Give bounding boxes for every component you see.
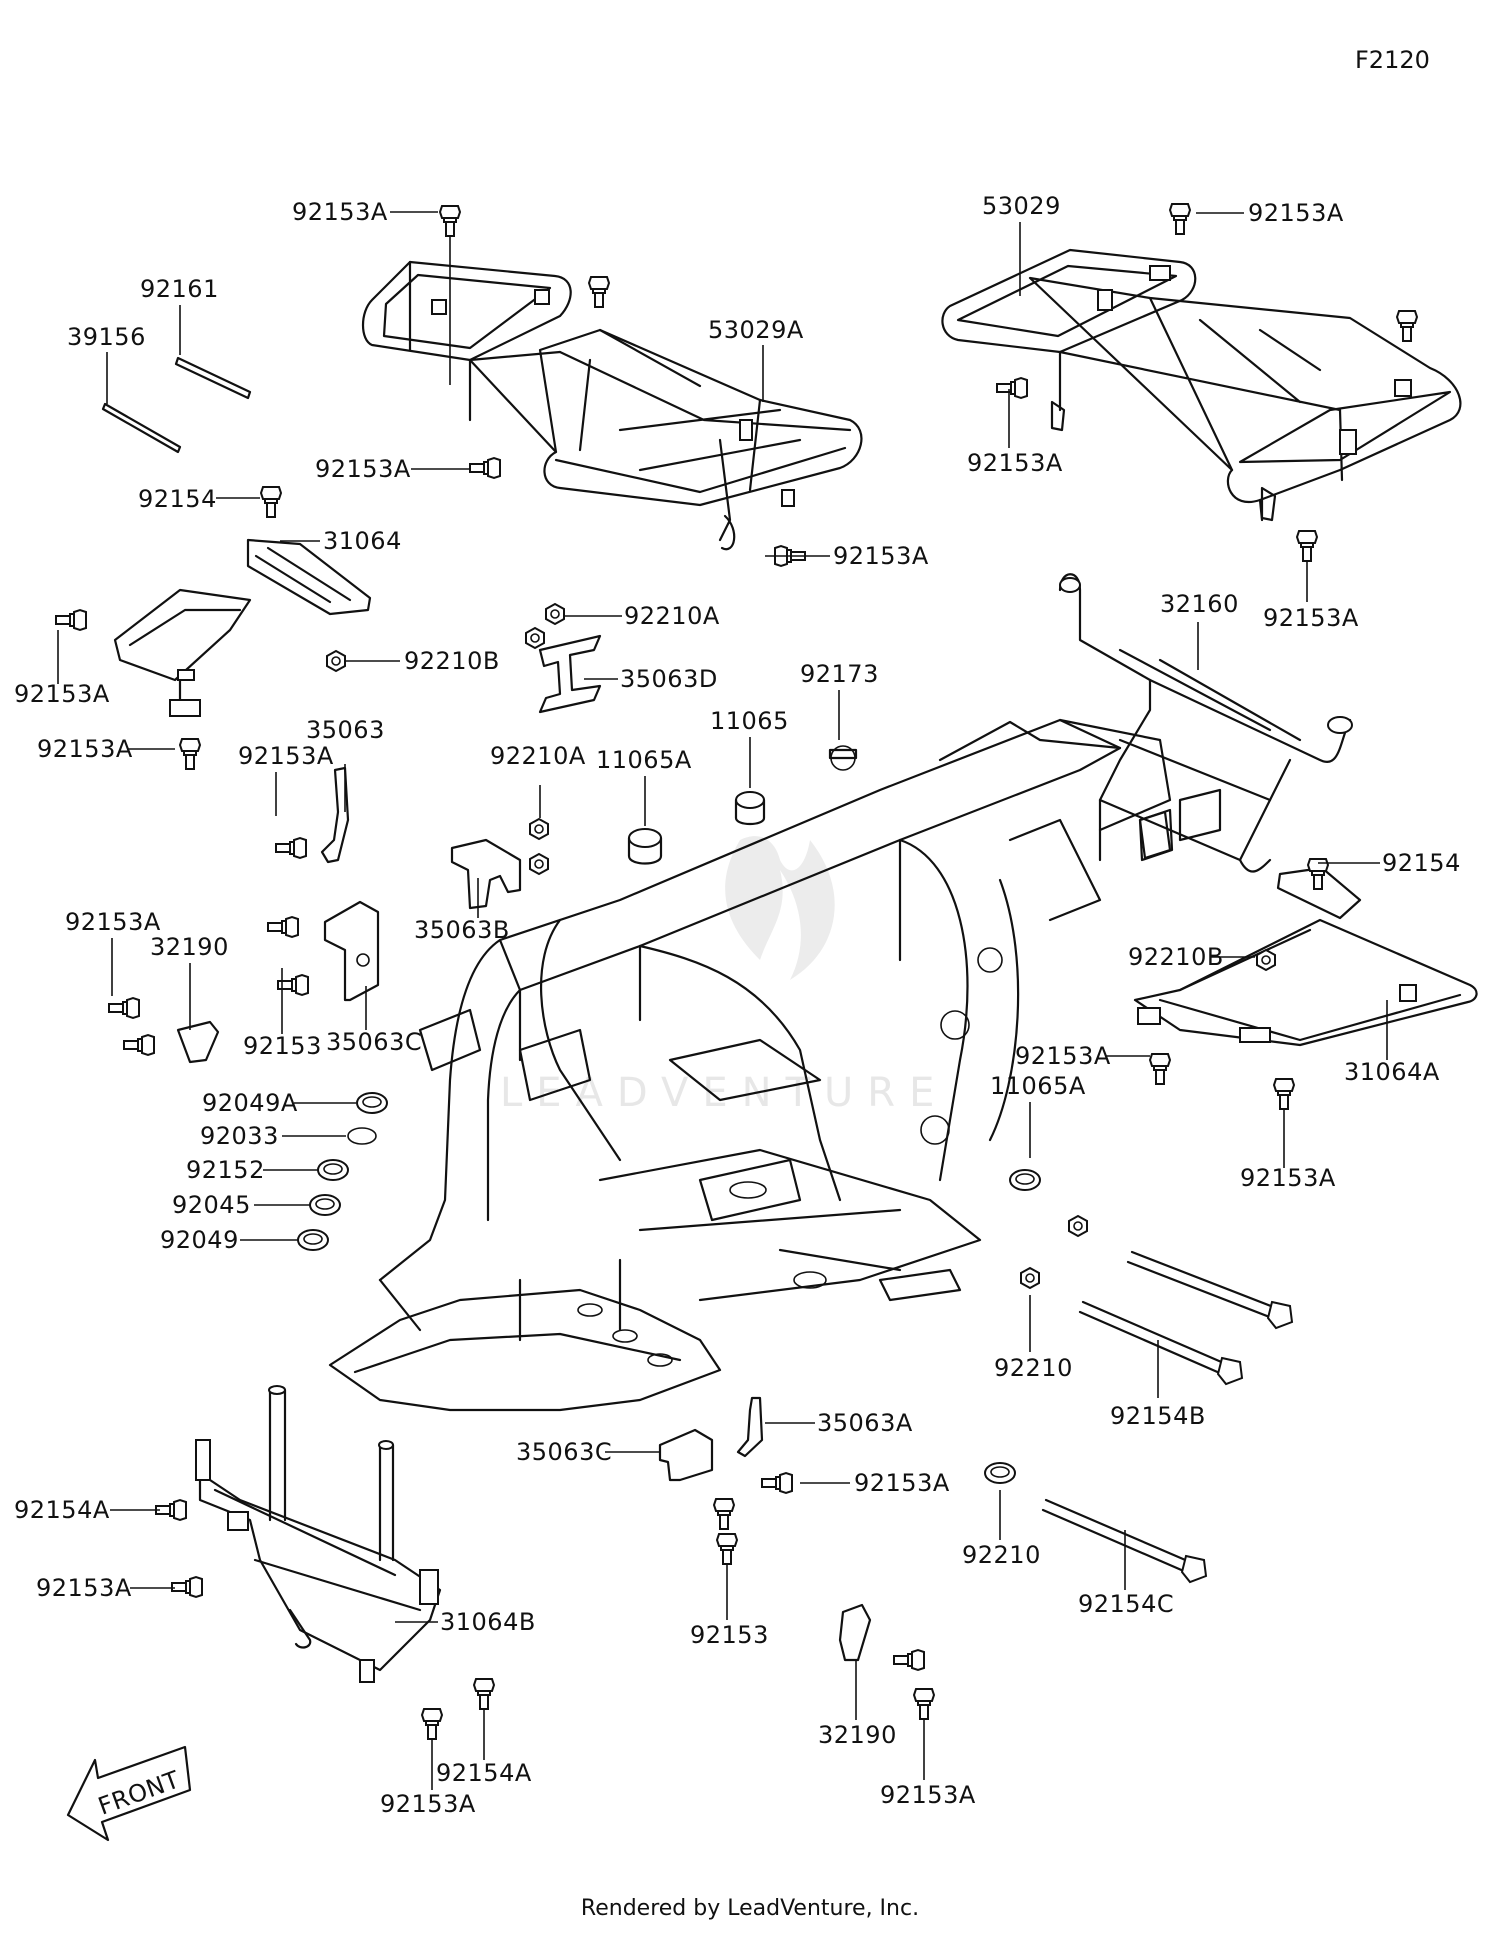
label-92210: 92210 (962, 1541, 1041, 1569)
label-92210b: 92210B (404, 647, 500, 675)
label-92154: 92154 (138, 485, 217, 513)
label-92153a: 92153A (967, 449, 1063, 477)
label-92153: 92153 (690, 1621, 769, 1649)
label-92161: 92161 (140, 275, 219, 303)
label-53029a: 53029A (708, 316, 804, 344)
decal-92161 (174, 356, 252, 400)
label-92210b: 92210B (1128, 943, 1224, 971)
seal-92049a (356, 1092, 388, 1114)
label-92154a: 92154A (436, 1759, 532, 1787)
label-35063d: 35063D (620, 665, 718, 693)
label-11065: 11065 (710, 707, 789, 735)
label-92153a: 92153A (37, 735, 133, 763)
bracket-35063b (450, 838, 522, 910)
bracket-35063a (736, 1396, 764, 1458)
bolt-92154c (1041, 1498, 1208, 1584)
label-92153a: 92153A (65, 908, 161, 936)
front-arrow-icon: FRONT (66, 1745, 192, 1842)
bracket-35063 (320, 766, 350, 864)
part-labels: 92153A 92161 39156 53029A 53029 92153A 9… (14, 192, 1461, 1818)
label-32160: 32160 (1160, 590, 1239, 618)
main-frame (328, 718, 1222, 1412)
label-92154b: 92154B (1110, 1402, 1206, 1430)
bolt-92154-long-upper (1126, 1250, 1294, 1330)
label-92210a: 92210A (490, 742, 586, 770)
grommet-11065 (734, 791, 766, 826)
label-92049a: 92049A (202, 1089, 298, 1117)
label-92153a: 92153A (238, 742, 334, 770)
watermark-flame-icon (725, 836, 835, 980)
rear-frame-32160 (1058, 573, 1353, 873)
footrest-31064 (113, 538, 372, 717)
footrest-31064a (1133, 866, 1478, 1047)
label-92210a: 92210A (624, 602, 720, 630)
front-guard-31064b (195, 1385, 442, 1683)
circlip-92033 (347, 1127, 377, 1145)
label-31064b: 31064B (440, 1608, 536, 1636)
block-35063c-lower (658, 1428, 714, 1482)
label-92173: 92173 (800, 660, 879, 688)
label-92153a: 92153A (1015, 1042, 1111, 1070)
label-35063b: 35063B (414, 916, 510, 944)
label-92153a: 92153A (1263, 604, 1359, 632)
label-35063c: 35063C (516, 1438, 612, 1466)
label-35063c: 35063C (326, 1028, 422, 1056)
label-92153a: 92153A (1240, 1164, 1336, 1192)
label-92049: 92049 (160, 1226, 239, 1254)
label-92045: 92045 (172, 1191, 251, 1219)
grommet-11065a (627, 828, 663, 865)
label-92033: 92033 (200, 1122, 279, 1150)
bracket-32190-upper (176, 1020, 220, 1064)
label-39156: 39156 (67, 323, 146, 351)
label-32190: 32190 (818, 1721, 897, 1749)
label-35063a: 35063A (817, 1409, 913, 1437)
label-31064a: 31064A (1344, 1058, 1440, 1086)
label-92153a: 92153A (315, 455, 411, 483)
label-53029: 53029 (982, 192, 1061, 220)
label-92154a: 92154A (14, 1496, 110, 1524)
label-11065a: 11065A (596, 746, 692, 774)
bracket-32190-lower (838, 1603, 872, 1662)
label-92210: 92210 (994, 1354, 1073, 1382)
footer-credit: Rendered by LeadVenture, Inc. (580, 1896, 920, 1921)
label-35063: 35063 (306, 716, 385, 744)
label-92152: 92152 (186, 1156, 265, 1184)
label-92153a: 92153A (292, 198, 388, 226)
decal-39156 (101, 402, 182, 454)
figure-code: F2120 (1355, 46, 1430, 74)
bracket-35063d (538, 634, 602, 714)
label-92153a: 92153A (380, 1790, 476, 1818)
label-92154: 92154 (1382, 849, 1461, 877)
label-92153a: 92153A (854, 1469, 950, 1497)
block-35063c-upper (323, 900, 380, 1002)
leader-lines (57, 211, 1388, 1790)
label-92153a: 92153A (36, 1574, 132, 1602)
label-32190: 32190 (150, 933, 229, 961)
label-92153a: 92153A (880, 1781, 976, 1809)
label-11065a: 11065A (990, 1072, 1086, 1100)
label-92153a: 92153A (14, 680, 110, 708)
label-92154c: 92154C (1078, 1590, 1174, 1618)
front-carrier-53029a (361, 260, 863, 551)
label-92153a: 92153A (1248, 199, 1344, 227)
label-92153a: 92153A (833, 542, 929, 570)
label-31064: 31064 (323, 527, 402, 555)
watermark: LEADVENTURE (500, 1070, 948, 1116)
rear-carrier-53029 (941, 248, 1462, 522)
bolt-92154b (1078, 1300, 1244, 1386)
label-92153: 92153 (243, 1032, 322, 1060)
clamp-92173 (828, 745, 858, 771)
